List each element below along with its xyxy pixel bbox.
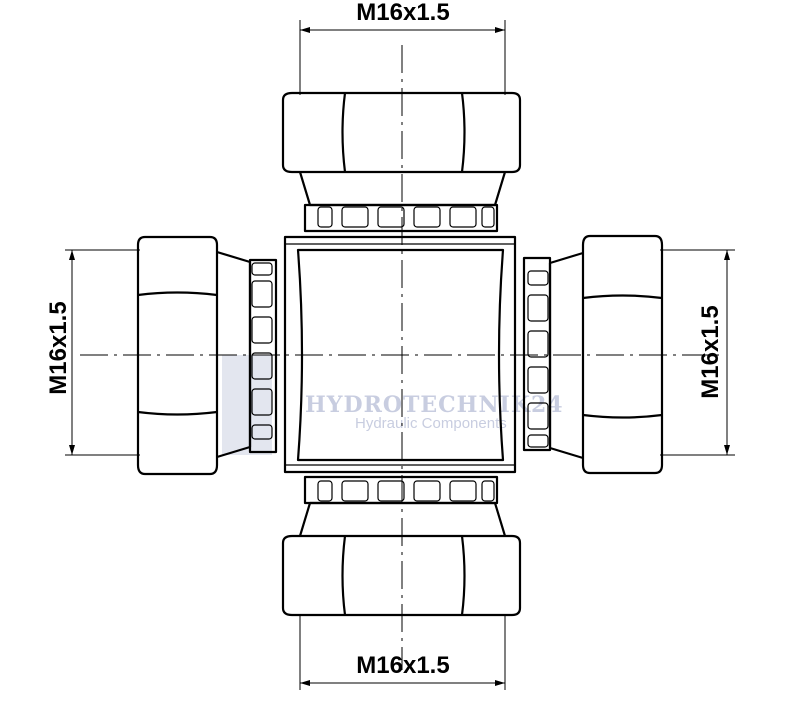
dimension-label-left: M16x1.5 bbox=[45, 301, 72, 394]
dimension-label-right: M16x1.5 bbox=[697, 305, 724, 398]
dimension-label-top: M16x1.5 bbox=[356, 0, 449, 26]
dimension-right: M16x1.5 bbox=[660, 249, 735, 456]
watermark-tagline: Hydraulic Components bbox=[355, 415, 507, 432]
dimension-left: M16x1.5 bbox=[45, 249, 140, 456]
watermark-logo bbox=[222, 355, 272, 455]
dimension-label-bottom: M16x1.5 bbox=[356, 652, 449, 679]
watermark-brand: HYDROTECHNIK24 bbox=[305, 392, 564, 418]
watermark: HYDROTECHNIK24 Hydraulic Components bbox=[222, 355, 564, 455]
dimension-bottom: M16x1.5 bbox=[299, 615, 506, 690]
dimension-top: M16x1.5 bbox=[299, 0, 506, 95]
centerlines bbox=[80, 45, 725, 670]
